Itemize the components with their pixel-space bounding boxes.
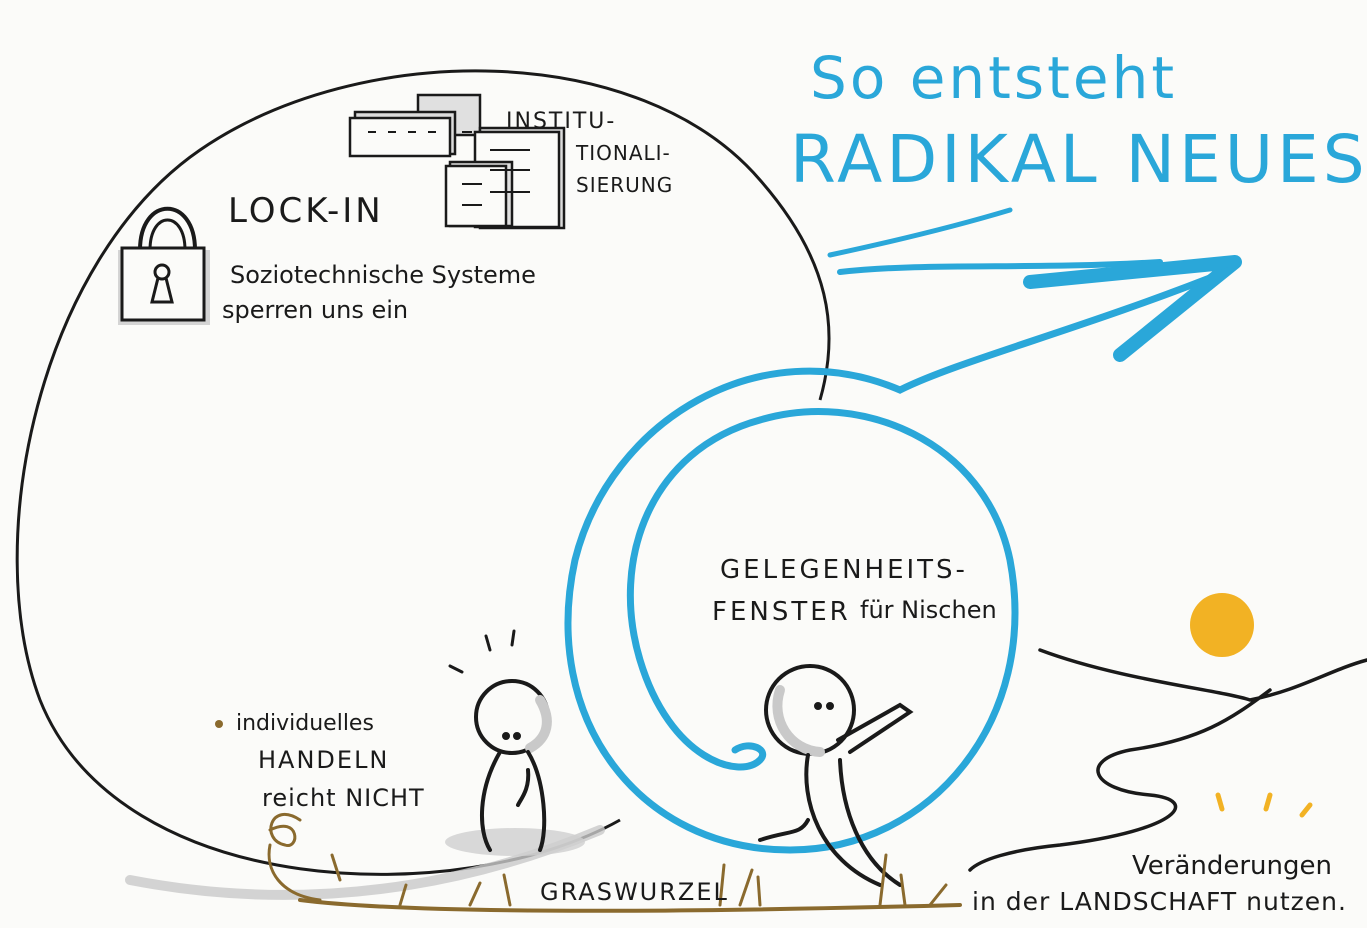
landscape-line-2: in der LANDSCHAFT nutzen. bbox=[972, 887, 1347, 916]
institutional-line-2: TIONALI- bbox=[575, 141, 671, 165]
grassroots-label: GRASWURZEL bbox=[540, 878, 729, 906]
title-line-2: RADIKAL NEUES bbox=[790, 121, 1367, 198]
landscape-line bbox=[968, 648, 1367, 872]
arrow-icon bbox=[827, 207, 1242, 362]
institutional-line-1: INSTITU- bbox=[506, 109, 616, 134]
opportunity-spiral bbox=[564, 266, 1234, 854]
bullet-dot bbox=[215, 720, 223, 728]
pointing-person-icon bbox=[758, 664, 914, 887]
window-line-2-caps: FENSTER bbox=[712, 597, 851, 627]
system-circle bbox=[15, 69, 831, 876]
lockin-heading: LOCK-IN bbox=[228, 191, 384, 231]
window-line-1: GELEGENHEITS- bbox=[720, 555, 968, 585]
sun-icon bbox=[1190, 593, 1254, 657]
individual-line-1: individuelles bbox=[236, 711, 374, 736]
buildings-icon bbox=[348, 93, 566, 230]
landscape-line-1: Veränderungen bbox=[1132, 851, 1332, 881]
individual-line-3: reicht NICHT bbox=[262, 784, 425, 812]
window-line-2-rest: für Nischen bbox=[860, 596, 997, 624]
padlock-icon bbox=[118, 206, 210, 325]
individual-line-2: HANDELN bbox=[258, 746, 389, 774]
title-line-1: So entsteht bbox=[810, 44, 1177, 112]
institutional-line-3: SIERUNG bbox=[576, 173, 673, 197]
ground-roots bbox=[267, 812, 962, 913]
lockin-line-2: sperren uns ein bbox=[222, 296, 408, 324]
yellow-sparks bbox=[1215, 792, 1313, 818]
lockin-line-1: Soziotechnische Systeme bbox=[230, 261, 536, 289]
sitting-person-icon bbox=[445, 629, 585, 856]
circle-shadow bbox=[125, 825, 605, 900]
